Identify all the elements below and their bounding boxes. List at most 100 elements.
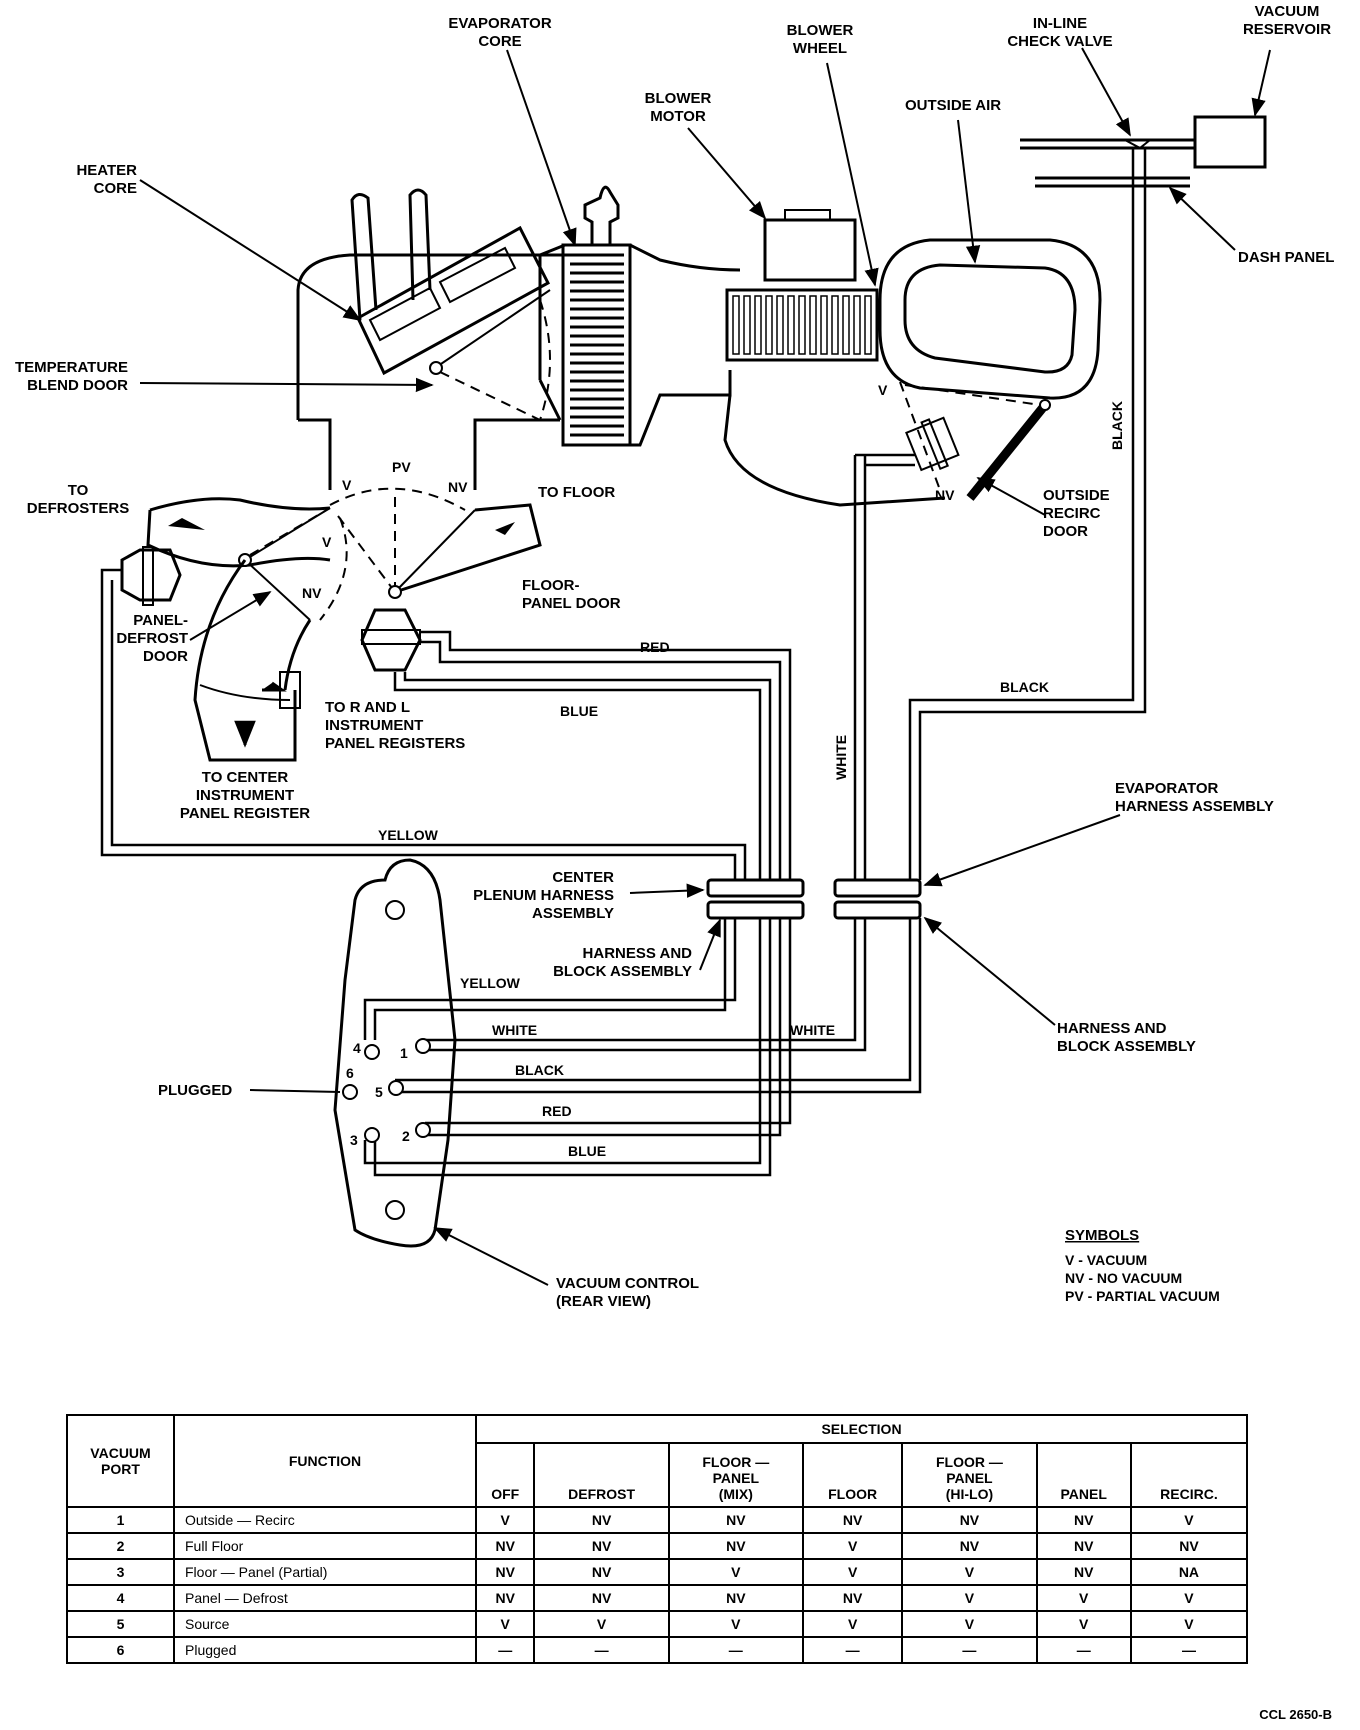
hose-label-red: RED: [640, 639, 670, 655]
svg-text:2: 2: [402, 1128, 410, 1144]
blower-fin: [809, 295, 817, 355]
state-cell: V: [667, 1558, 804, 1586]
svg-text:6: 6: [346, 1065, 354, 1081]
state-cell: —: [1129, 1636, 1249, 1664]
state-cell: V: [533, 1610, 670, 1638]
selection-column-header: RECIRC.: [1129, 1442, 1249, 1508]
heater-core: [350, 188, 550, 376]
vacuum-reservoir: [1193, 115, 1267, 169]
svg-text:PV: PV: [392, 459, 411, 475]
label-dash-panel: DASH PANEL: [1238, 249, 1334, 266]
function-cell: Floor — Panel (Partial): [173, 1558, 477, 1586]
svg-text:NV: NV: [302, 585, 322, 601]
svg-text:FLOOR-PANEL DOOR: FLOOR-PANEL DOOR: [522, 577, 621, 612]
blower-fin: [831, 295, 839, 355]
state-cell: V: [1035, 1610, 1132, 1638]
label-panel-defrost-door: PANEL-: [133, 612, 188, 629]
symbols-legend: SYMBOLS V - VACUUM NV - NO VACUUM PV - P…: [1065, 1227, 1220, 1304]
hose-label-black: BLACK: [515, 1062, 564, 1078]
state-cell: —: [667, 1636, 804, 1664]
label-vacuum-reservoir: VACUUM: [1255, 3, 1320, 20]
state-cell: NV: [1035, 1532, 1132, 1560]
check-valve: [1124, 139, 1151, 150]
state-cell: V: [901, 1558, 1038, 1586]
label-evaporator-core: EVAPORATOR: [448, 15, 552, 32]
state-cell: —: [901, 1636, 1038, 1664]
label-center-plenum-harness: CENTER: [552, 869, 614, 886]
state-cell: NV: [533, 1584, 670, 1612]
function-cell: Outside — Recirc: [173, 1506, 477, 1534]
svg-text:NV - NO VACUUM: NV - NO VACUUM: [1065, 1270, 1182, 1286]
blower-housing: [630, 209, 946, 507]
state-cell: NV: [474, 1558, 536, 1586]
hose-label-white: WHITE: [492, 1022, 537, 1038]
selection-column-header: PANEL: [1035, 1442, 1132, 1508]
state-cell: NV: [474, 1584, 536, 1612]
label-to-defrosters: TO: [68, 482, 89, 499]
svg-text:3: 3: [350, 1132, 358, 1148]
state-cell: NV: [667, 1532, 804, 1560]
hose-label-yellow-upper: YELLOW: [378, 827, 439, 843]
blower-fin: [765, 295, 773, 355]
svg-text:V: V: [322, 534, 332, 550]
state-cell: NV: [1035, 1506, 1132, 1534]
blower-fin: [842, 295, 850, 355]
svg-text:4: 4: [353, 1040, 361, 1056]
blower-fin: [732, 295, 740, 355]
label-outside-recirc-door: OUTSIDE: [1043, 487, 1110, 504]
label-outside-air: OUTSIDE AIR: [905, 97, 1001, 114]
svg-text:PV - PARTIAL VACUUM: PV - PARTIAL VACUUM: [1065, 1288, 1220, 1304]
floor-panel-vacuum-motor: [360, 608, 422, 672]
svg-text:V: V: [878, 382, 888, 398]
blower-fin: [754, 295, 762, 355]
state-cell: —: [801, 1636, 904, 1664]
selection-column-header: FLOOR —PANEL(HI-LO): [901, 1442, 1038, 1508]
symbols-title: SYMBOLS: [1065, 1227, 1139, 1244]
defrost-duct: [146, 497, 331, 568]
port-cell: 6: [66, 1636, 175, 1664]
door-state-markers: V PV NV V NV V NV: [302, 382, 955, 601]
state-cell: NV: [1035, 1558, 1132, 1586]
label-vacuum-control: VACUUM CONTROL: [556, 1275, 699, 1292]
selection-column-header: FLOOR —PANEL(MIX): [667, 1442, 804, 1508]
label-temperature-blend-door: TEMPERATURE: [15, 359, 128, 376]
label-floor-panel-door: FLOOR-: [522, 577, 580, 594]
floor-duct: [394, 503, 542, 594]
state-cell: V: [1129, 1584, 1249, 1612]
port-cell: 3: [66, 1558, 175, 1586]
temperature-blend-door: [429, 289, 551, 421]
blower-fin: [853, 295, 861, 355]
function-cell: Source: [173, 1610, 477, 1638]
svg-text:NV: NV: [448, 479, 468, 495]
label-to-floor: TO FLOOR: [538, 484, 615, 501]
label-heater-core: HEATER: [76, 162, 137, 179]
hose-label-black-upper: BLACK: [1000, 679, 1049, 695]
state-cell: NV: [801, 1584, 904, 1612]
state-cell: NV: [1129, 1532, 1249, 1560]
function-cell: Full Floor: [173, 1532, 477, 1560]
hose-label-black-vertical: BLACK: [1109, 401, 1125, 450]
floor-panel-door: [329, 487, 476, 599]
state-cell: NV: [474, 1532, 536, 1560]
panel-defrost-door: [193, 507, 348, 762]
hose-label-white-right: WHITE: [790, 1022, 835, 1038]
state-cell: NV: [801, 1506, 904, 1534]
vacuum-control: [333, 858, 457, 1248]
hose-label-white-vertical: WHITE: [833, 735, 849, 780]
blower-fin: [820, 295, 828, 355]
heater-plenum-housing: [296, 253, 580, 490]
